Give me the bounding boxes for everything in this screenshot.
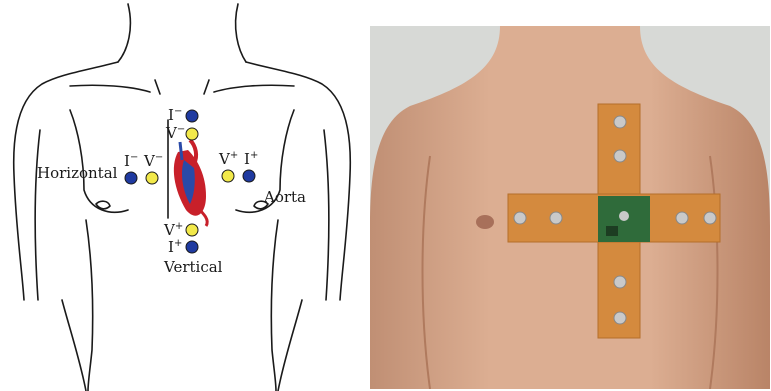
electrode-horizontal-left-voltage [146, 172, 158, 184]
label-i-plus-bottom: I+ [168, 240, 182, 255]
electrode-vertical-bottom-voltage [186, 224, 198, 236]
label-v-minus-top: V− [166, 126, 185, 141]
electrode-horizontal-right-current [243, 170, 255, 182]
label-v-plus-bottom: V+ [164, 223, 183, 238]
label-vertical: Vertical [164, 260, 222, 275]
label-v-plus-right: V+ [219, 152, 238, 167]
electrode-horizontal-right-voltage [222, 170, 234, 182]
device-photo [370, 26, 770, 389]
heart-illustration [174, 140, 207, 226]
label-i-minus-left: I− [124, 154, 138, 169]
electrode-horizontal-left-current [125, 172, 137, 184]
label-aorta: Aorta [264, 190, 306, 205]
electrode-vertical-top-voltage [186, 128, 198, 140]
label-i-minus-top: I− [168, 108, 182, 123]
electrode-vertical-bottom-current [186, 241, 198, 253]
photo-nipple-left [476, 215, 494, 229]
label-i-plus-right: I+ [244, 152, 258, 167]
label-horizontal: Horizontal [37, 166, 117, 181]
label-v-minus-left: V− [144, 154, 163, 169]
electrode-vertical-top-current [186, 110, 198, 122]
